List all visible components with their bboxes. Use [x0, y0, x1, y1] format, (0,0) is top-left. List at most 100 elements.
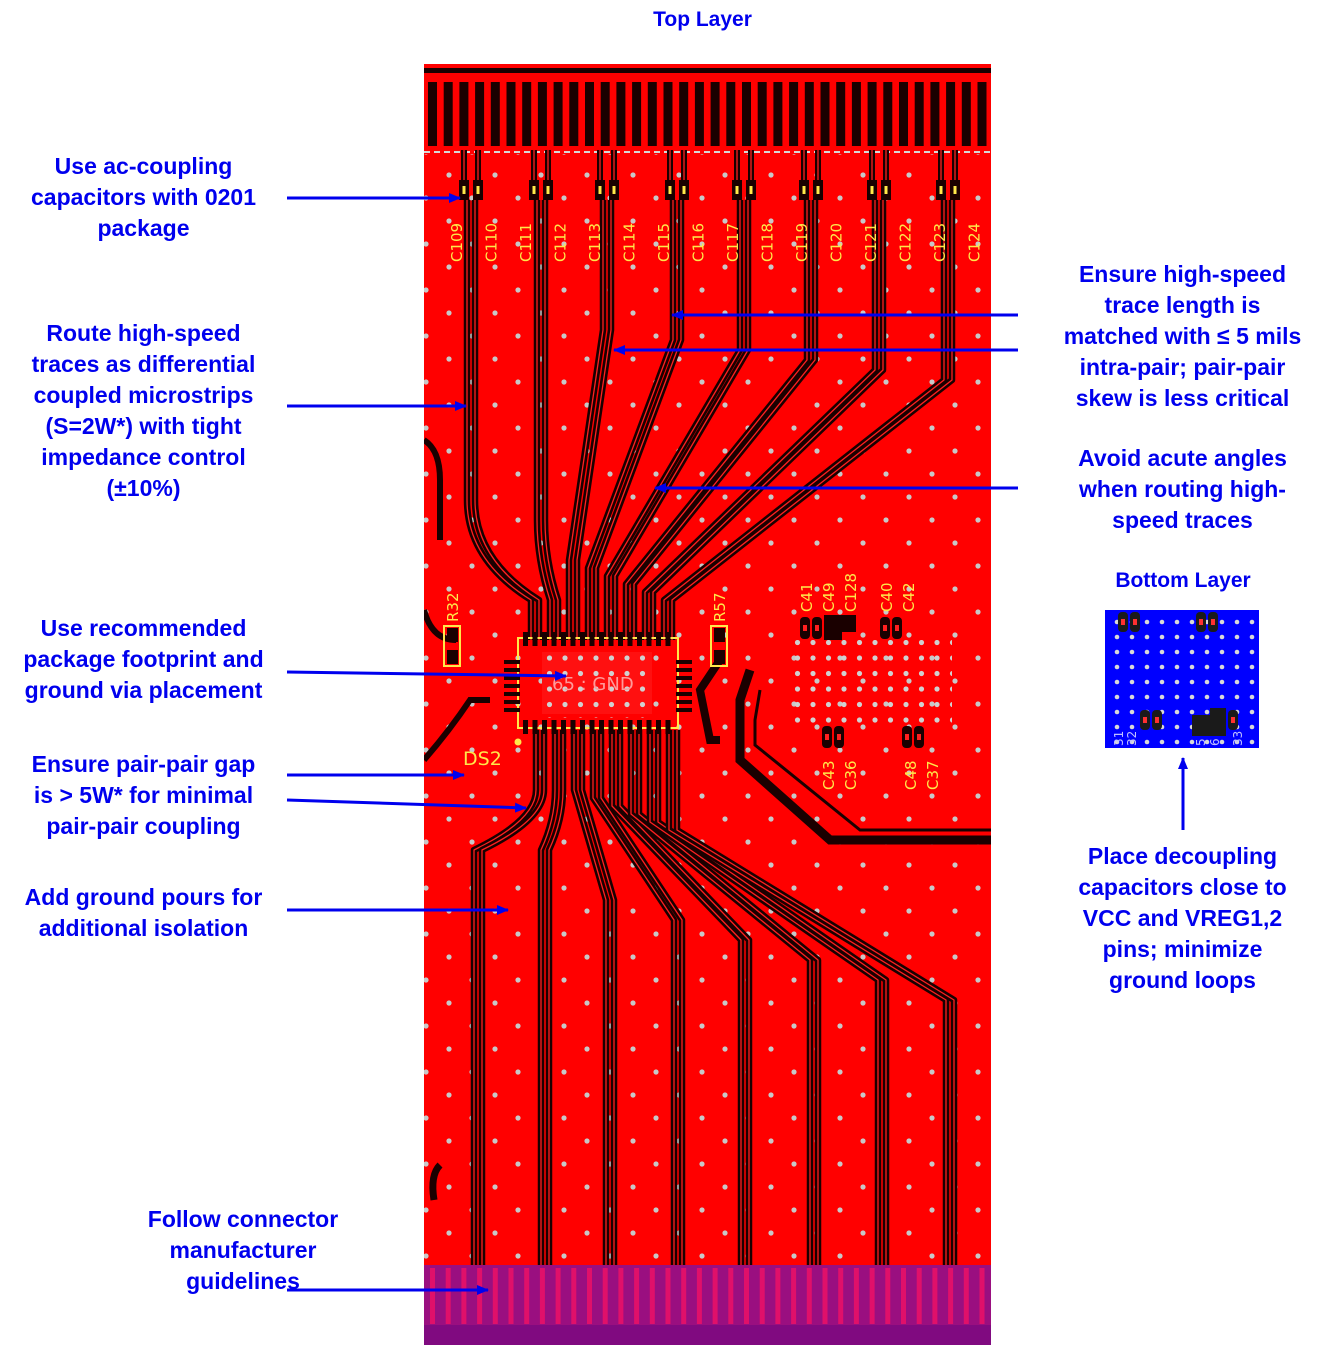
capacitor-marker — [598, 186, 602, 194]
capacitor-label: C111 — [517, 223, 535, 262]
capacitor-marker — [749, 186, 753, 194]
capacitor-label: C120 — [828, 223, 846, 262]
cap-label: C37 — [924, 760, 942, 790]
connector-finger — [618, 1268, 624, 1324]
connector-finger — [946, 82, 956, 146]
decoupling-capacitor-cluster: C41 C49 C128 C40 C42 C43 C36 C48 C37 — [792, 573, 952, 790]
annotation-footprint: Use recommended package footprint and gr… — [23, 615, 264, 703]
connector-finger — [916, 1268, 922, 1324]
connector-finger — [679, 82, 689, 146]
capacitor-pad-gap — [1211, 619, 1215, 625]
trace-centerline — [548, 730, 564, 1268]
trace-centerline — [625, 200, 808, 640]
connector-finger — [726, 82, 736, 146]
top-layer-board: 65 : GND DS2 R32 R57 C41 C49 C128 C40 C4… — [424, 64, 991, 1274]
connector-finger — [710, 82, 720, 146]
connector-finger — [961, 82, 971, 146]
lower-differential-pairs — [470, 730, 958, 1268]
connector-finger — [712, 1268, 718, 1324]
connector-finger — [492, 1268, 498, 1324]
ic-pin — [570, 720, 576, 734]
connector-finger — [461, 1268, 467, 1324]
exposed-pad-label: 65 : GND — [552, 674, 634, 695]
ic-pin — [627, 632, 633, 646]
ic-pin — [676, 660, 692, 664]
trace-centerline — [568, 200, 604, 640]
connector-finger — [773, 82, 783, 146]
capacitor-marker — [546, 186, 550, 194]
trace-centerline — [619, 730, 750, 1268]
connector-finger — [851, 82, 861, 146]
ic-pin — [580, 720, 585, 734]
connector-finger — [867, 82, 877, 146]
connector-finger — [744, 1268, 749, 1324]
capacitor-pad-gap — [895, 625, 899, 631]
ic-pin — [532, 720, 538, 734]
ic-pin — [608, 720, 614, 734]
connector-finger — [775, 1268, 781, 1324]
ic-pin — [676, 668, 692, 672]
ic-pin — [676, 700, 692, 704]
capacitor-label: C110 — [483, 223, 501, 262]
connector-finger — [930, 82, 940, 146]
trace-centerline — [595, 200, 682, 640]
connector-finger — [553, 82, 563, 146]
left-edge-trace — [429, 1162, 443, 1201]
cap-label: C128 — [842, 573, 860, 612]
connector-finger — [883, 82, 893, 146]
connector-finger — [901, 1268, 906, 1324]
connector-finger — [885, 1268, 891, 1324]
bottom-layer-label: 31 — [1112, 731, 1126, 746]
annotation-differential: Route high-speed traces as differential … — [31, 320, 256, 501]
connector-finger — [600, 82, 610, 146]
ic-pin — [589, 632, 595, 646]
connector-finger — [948, 1268, 954, 1324]
trace-centerline — [540, 730, 556, 1268]
ic-pin — [570, 632, 576, 646]
capacitor-marker — [870, 186, 874, 194]
ic-pin — [676, 684, 692, 688]
capacitor-pad-gap — [883, 625, 887, 631]
ic-pin — [504, 684, 520, 688]
trace-centerline — [649, 730, 879, 1268]
ic-pin — [532, 632, 538, 646]
capacitor-pad-gap — [1155, 717, 1159, 723]
trace-centerline — [671, 200, 953, 640]
ic-pin — [551, 632, 557, 646]
right-wide-trace — [695, 657, 724, 744]
capacitor-marker — [884, 186, 888, 194]
cap-label: C41 — [798, 582, 816, 612]
capacitor-label: C117 — [724, 223, 742, 262]
ic-pin — [504, 692, 520, 696]
top-connector-fingers — [424, 64, 991, 154]
connector-finger — [569, 82, 579, 146]
ic-pin — [599, 632, 604, 646]
connector-finger — [522, 82, 532, 146]
trace-centerline — [544, 200, 559, 640]
connector-finger — [694, 82, 704, 146]
connector-finger — [665, 1268, 671, 1324]
connector-finger — [490, 82, 500, 146]
ic-pin — [504, 668, 520, 672]
connector-finger — [508, 1268, 514, 1324]
connector-finger — [681, 1268, 687, 1324]
connector-finger — [836, 82, 846, 146]
trace-centerline — [652, 200, 884, 640]
ic-pin — [504, 660, 520, 664]
cap-label: C40 — [878, 582, 896, 612]
top-layer-title: Top Layer — [653, 8, 752, 31]
trace-centerline — [630, 730, 811, 1268]
ic-designator: DS2 — [463, 748, 502, 770]
capacitor-marker — [532, 186, 536, 194]
connector-finger — [587, 1268, 592, 1324]
trace-centerline — [657, 730, 887, 1268]
connector-finger — [475, 82, 485, 146]
connector-finger — [647, 82, 657, 146]
ic-pin — [618, 632, 623, 646]
ic-pin — [637, 720, 642, 734]
ic-pin — [561, 632, 566, 646]
connector-finger — [822, 1268, 828, 1324]
trace-centerline — [581, 730, 615, 1268]
